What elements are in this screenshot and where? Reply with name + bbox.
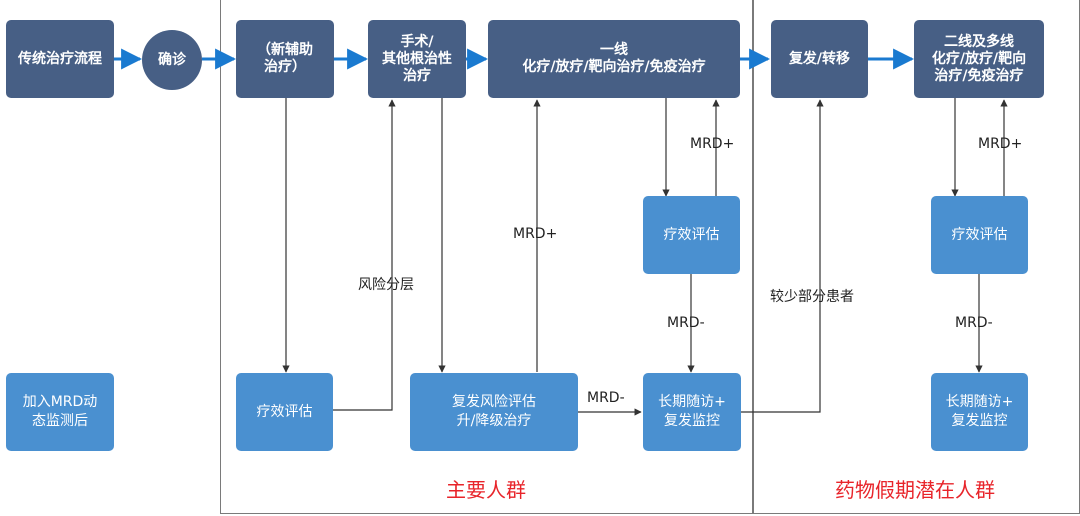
- main-population-frame: [220, 0, 754, 514]
- efficacy-eval-left-node: 疗效评估: [236, 373, 333, 451]
- few-patients-label: 较少部分患者: [770, 289, 854, 305]
- second-line-node: 二线及多线 化疗/放疗/靶向 治疗/免疫治疗: [914, 20, 1044, 98]
- mrd-negative-right-label: MRD-: [955, 315, 993, 331]
- surgery-node: 手术/ 其他根治性 治疗: [368, 20, 466, 98]
- mrd-positive-center-label: MRD+: [513, 226, 558, 242]
- long-term-followup-main-node: 长期随访+ 复发监控: [643, 373, 741, 451]
- efficacy-eval-main-node: 疗效评估: [643, 196, 740, 274]
- efficacy-eval-right-node: 疗效评估: [931, 196, 1028, 274]
- mrd-negative-main-label: MRD-: [667, 315, 705, 331]
- first-line-node: 一线 化疗/放疗/靶向治疗/免疫治疗: [488, 20, 740, 98]
- drug-holiday-caption: 药物假期潜在人群: [835, 478, 995, 502]
- diagnosis-node: 确诊: [142, 30, 202, 90]
- arrow-followup-relapse: [741, 99, 824, 413]
- mrd-monitoring-label: 加入MRD动 态监测后: [6, 373, 114, 451]
- relapse-risk-eval-node: 复发风险评估 升/降级治疗: [410, 373, 578, 451]
- mrd-positive-right-label: MRD+: [978, 136, 1023, 152]
- neoadjuvant-node: （新辅助 治疗）: [236, 20, 334, 98]
- relapse-node: 复发/转移: [771, 20, 868, 98]
- traditional-flow-label: 传统治疗流程: [6, 20, 114, 98]
- mrd-positive-main-label: MRD+: [690, 136, 735, 152]
- long-term-followup-right-node: 长期随访+ 复发监控: [931, 373, 1028, 451]
- arrow-eval-surgery: [333, 99, 396, 411]
- main-population-caption: 主要人群: [446, 478, 526, 502]
- mrd-negative-risk-label: MRD-: [587, 390, 625, 406]
- risk-stratification-label: 风险分层: [358, 277, 414, 293]
